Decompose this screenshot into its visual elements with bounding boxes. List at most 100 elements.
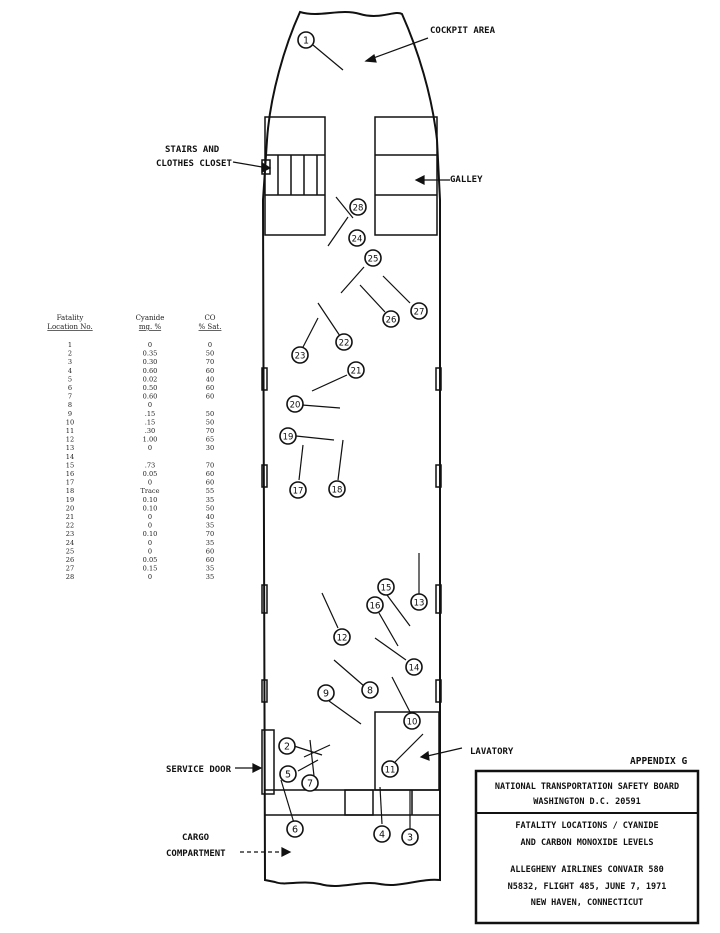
- table-cell-co: 50: [206, 418, 214, 426]
- table-cell-location: 14: [66, 453, 74, 461]
- table-cell-cyanide: 0.35: [143, 350, 158, 358]
- fatality-marker-27: 27: [410, 302, 428, 320]
- stairs-label-line2: CLOTHES CLOSET: [156, 159, 232, 169]
- table-cell-co: 60: [206, 556, 214, 564]
- fatality-table: Fatality Location No. Cyanide mg. % CO %…: [47, 314, 221, 581]
- table-cell-location: 4: [68, 367, 72, 375]
- table-cell-location: 2: [68, 350, 72, 358]
- table-cell-co: 55: [206, 487, 214, 495]
- title-location: NEW HAVEN, CONNECTICUT: [531, 898, 644, 908]
- table-row: 3 0.30 70: [68, 358, 214, 366]
- fatality-marker-number: 13: [414, 599, 425, 609]
- table-cell-co: 35: [206, 539, 214, 547]
- fatality-marker-number: 4: [379, 830, 385, 841]
- table-cell-co: 35: [206, 573, 214, 581]
- fatality-marker-4: 4: [373, 825, 391, 843]
- table-cell-cyanide: 1.00: [143, 436, 158, 444]
- table-cell-co: 50: [206, 504, 214, 512]
- stairs-closet-block: [261, 116, 326, 236]
- table-cell-co: 70: [206, 358, 214, 366]
- fatality-marker-circle: [377, 578, 395, 596]
- table-cell-location: 26: [66, 556, 74, 564]
- table-cell-co: 50: [206, 350, 214, 358]
- fatality-marker-number: 2: [284, 742, 290, 753]
- lavatory-label: LAVATORY: [470, 747, 514, 757]
- table-cell-location: 3: [68, 358, 72, 366]
- fatality-marker-5: 5: [279, 765, 297, 783]
- title-subject-2: AND CARBON MONOXIDE LEVELS: [520, 838, 653, 848]
- table-cell-co: 40: [206, 375, 214, 383]
- galley-label: GALLEY: [450, 175, 483, 185]
- table-cell-cyanide: .30: [145, 427, 156, 435]
- table-cell-co: 60: [206, 470, 214, 478]
- appendix-label: APPENDIX G: [630, 756, 687, 767]
- table-header-location-1: Fatality: [57, 314, 84, 322]
- fatality-marker-circle: [410, 302, 428, 320]
- table-cell-location: 17: [66, 479, 74, 487]
- table-cell-location: 11: [66, 427, 74, 435]
- table-cell-cyanide: 0.05: [143, 556, 158, 564]
- stairs-label-line1: STAIRS AND: [165, 145, 220, 155]
- fatality-marker-7: 7: [301, 774, 319, 792]
- table-header-cyanide-2: mg. %: [139, 323, 162, 331]
- title-address: WASHINGTON D.C. 20591: [533, 797, 640, 807]
- fatality-marker-circle: [286, 820, 304, 838]
- fatality-marker-18: 18: [328, 480, 346, 498]
- table-cell-cyanide: 0.60: [143, 393, 158, 401]
- fatality-marker-6: 6: [286, 820, 304, 838]
- fatality-marker-15: 15: [377, 578, 395, 596]
- table-cell-cyanide: 0.02: [143, 375, 158, 383]
- fatality-marker-17: 17: [289, 481, 307, 499]
- fatality-marker-16: 16: [366, 596, 384, 614]
- table-cell-location: 18: [66, 487, 74, 495]
- fatality-marker-circle: [364, 249, 382, 267]
- fatality-marker-21: 21: [347, 361, 365, 379]
- cargo-label-line2: COMPARTMENT: [166, 849, 226, 859]
- table-cell-location: 9: [68, 410, 72, 418]
- table-cell-cyanide: .15: [145, 418, 156, 426]
- fatality-marker-number: 21: [351, 367, 362, 377]
- table-cell-location: 21: [66, 513, 74, 521]
- table-cell-co: 35: [206, 522, 214, 530]
- fatality-marker-circle: [349, 198, 367, 216]
- cargo-label-line1: CARGO: [182, 833, 210, 843]
- fatality-marker-circle: [366, 596, 384, 614]
- fatality-marker-10: 10: [403, 712, 421, 730]
- fatality-marker-24: 24: [348, 229, 366, 247]
- table-header-cyanide-1: Cyanide: [136, 314, 165, 322]
- fatality-marker-number: 1: [303, 36, 309, 47]
- fatality-marker-9: 9: [317, 684, 335, 702]
- table-cell-co: 70: [206, 427, 214, 435]
- table-cell-location: 23: [66, 530, 74, 538]
- fatality-marker-number: 9: [323, 689, 329, 700]
- cockpit-area-label: COCKPIT AREA: [430, 26, 496, 36]
- fatality-marker-circle: [373, 825, 391, 843]
- table-cell-cyanide: 0.50: [143, 384, 158, 392]
- fatality-marker-number: 19: [283, 433, 294, 443]
- title-box: NATIONAL TRANSPORTATION SAFETY BOARD WAS…: [474, 769, 700, 925]
- table-cell-cyanide: .73: [145, 461, 156, 469]
- table-cell-cyanide: Trace: [140, 487, 159, 495]
- table-cell-co: 60: [206, 367, 214, 375]
- fatality-marker-number: 24: [352, 235, 363, 245]
- service-door-label: SERVICE DOOR: [166, 765, 232, 775]
- fatality-marker-circle: [348, 229, 366, 247]
- table-cell-cyanide: 0.10: [143, 530, 158, 538]
- fatality-marker-number: 7: [307, 779, 313, 790]
- fatality-leader-lines: [280, 44, 424, 830]
- fatality-marker-26: 26: [382, 310, 400, 328]
- table-cell-cyanide: 0.30: [143, 358, 158, 366]
